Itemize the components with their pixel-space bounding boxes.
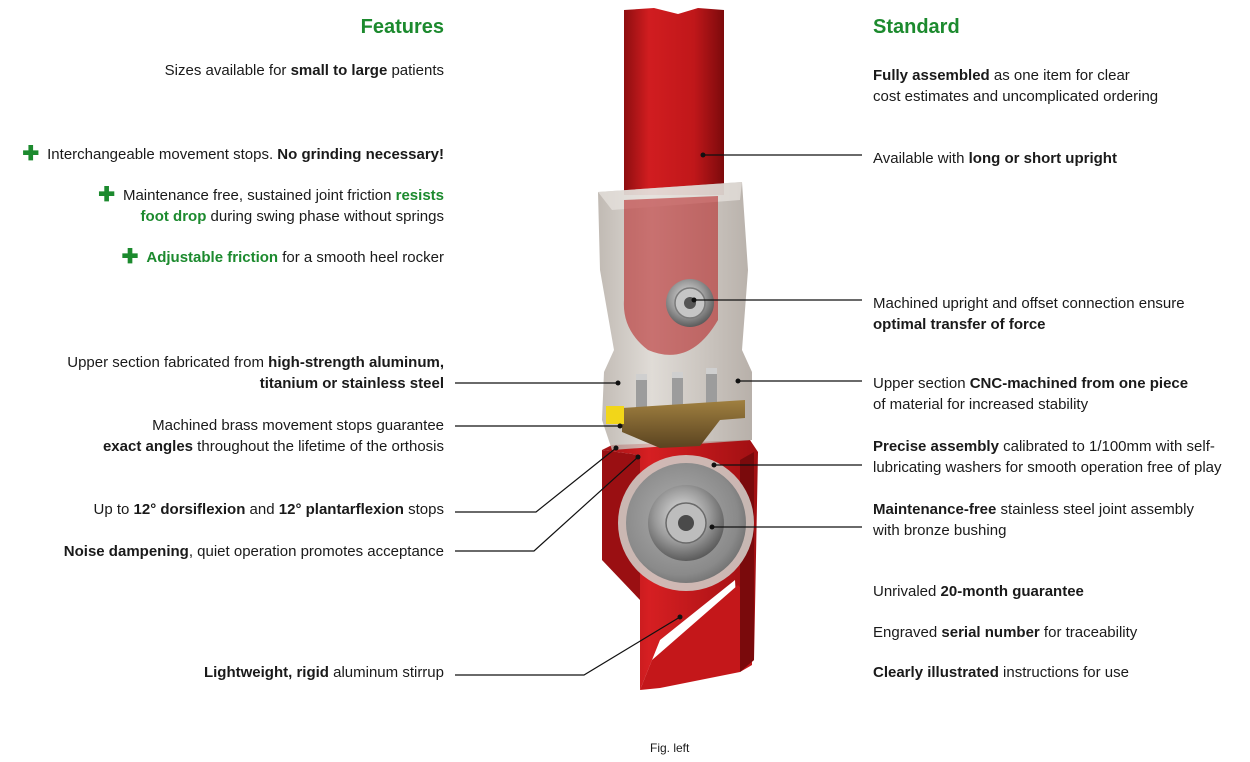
standard-precise-assembly: Precise assembly calibrated to 1/100mm w… — [873, 438, 1222, 476]
feature-brass-stops: Machined brass movement stops guarantee … — [102, 417, 444, 455]
standard-serial-number: Engraved serial number for traceability — [873, 624, 1138, 641]
joint-assembly — [618, 455, 754, 591]
upright — [624, 8, 724, 195]
figure-caption: Fig. left — [650, 741, 690, 755]
plus-icon: ✚ — [22, 143, 40, 165]
leader-flexion — [455, 447, 617, 513]
feature-sizes: Sizes available for small to large patie… — [164, 62, 444, 79]
feature-upper-section: Upper section fabricated from high-stren… — [67, 354, 444, 392]
leader-stirrup — [455, 616, 681, 676]
standard-maintenance-free: Maintenance-free stainless steel joint a… — [873, 501, 1194, 539]
leader-noise — [455, 456, 639, 552]
feature-noise-dampening: Noise dampening, quiet operation promote… — [63, 543, 444, 560]
standard-guarantee: Unrivaled 20-month guarantee — [873, 583, 1084, 600]
standard-force-transfer: Machined upright and offset connection e… — [873, 295, 1185, 333]
standard-heading: Standard — [873, 16, 960, 38]
plus-icon: ✚ — [98, 184, 115, 206]
feature-adjustable-friction: ✚Adjustable friction for a smooth heel r… — [121, 246, 444, 268]
features-heading: Features — [360, 16, 444, 38]
feature-flexion-stops: Up to 12° dorsiflexion and 12° plantarfl… — [93, 501, 444, 518]
plus-icon: ✚ — [121, 246, 139, 268]
brass-movement-stop — [606, 400, 745, 448]
stop-pins — [636, 368, 717, 410]
feature-movement-stops: ✚Interchangeable movement stops. No grin… — [22, 143, 444, 165]
standard-fully-assembled: Fully assembled as one item for clear co… — [873, 67, 1159, 105]
feature-joint-friction: ✚Maintenance free, sustained joint frict… — [98, 184, 444, 225]
standard-upright: Available with long or short upright — [873, 150, 1117, 167]
standard-cnc: Upper section CNC-machined from one piec… — [873, 375, 1189, 413]
feature-stirrup: Lightweight, rigid aluminum stirrup — [203, 664, 444, 681]
standard-instructions: Clearly illustrated instructions for use — [873, 664, 1129, 681]
